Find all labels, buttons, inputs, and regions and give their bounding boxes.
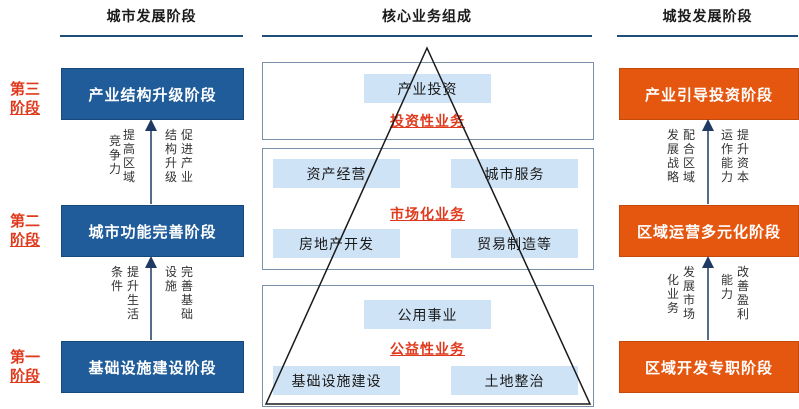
left-upper-b-col1: 促进产业: [180, 128, 193, 184]
right-lower-b-col2: 能力: [720, 273, 733, 301]
stage-label-3: 第三 阶段: [8, 80, 42, 118]
right-upper-b-col2: 运作能力: [720, 128, 733, 184]
stage-label-2-line1: 第二: [9, 212, 40, 230]
market-business-label: 市场化业务: [390, 207, 465, 223]
left-lower-b-col1: 完善基础: [180, 265, 193, 321]
left-column-title: 城市发展阶段: [106, 9, 197, 25]
left-upper-a-col2: 竞争力: [108, 134, 121, 176]
left-lower-b-col2: 设施: [164, 265, 177, 293]
left-lower-a-col1: 提升生活: [126, 265, 139, 321]
stage-label-3-line1: 第三: [9, 80, 40, 98]
industrial-investment-box: 产业投资: [364, 74, 491, 103]
stage-label-1: 第一 阶段: [8, 348, 42, 386]
city-service-box: 城市服务: [451, 159, 578, 188]
left-upper-annotation-a: 提高区域 竞争力: [108, 128, 140, 198]
public-business-label: 公益性业务: [390, 342, 465, 358]
center-column-title: 核心业务组成: [382, 9, 472, 25]
public-utility-box: 公用事业: [364, 300, 491, 329]
city-stage-box-3: 产业结构升级阶段: [61, 68, 244, 120]
left-upper-a-col1: 提高区域: [122, 128, 135, 184]
right-upper-annotation-a: 配合区域 发展战略: [664, 128, 696, 198]
trade-manufacturing-box: 贸易制造等: [451, 229, 578, 258]
stage-label-1-line2: 阶段: [9, 367, 40, 385]
left-upper-annotation-b: 促进产业 结构升级: [162, 128, 194, 198]
left-upper-b-col2: 结构升级: [164, 128, 177, 184]
stage-label-2-line2: 阶段: [9, 231, 40, 249]
right-upper-b-col1: 提升资本: [736, 128, 749, 184]
pyramid-triangle: [264, 46, 592, 405]
land-consolidation-box: 土地整治: [451, 366, 578, 395]
investment-business-label: 投资性业务: [390, 114, 465, 130]
right-title-rule: [617, 35, 798, 37]
right-lower-annotation-a: 发展市场 化业务: [664, 265, 696, 335]
stage-label-3-line2: 阶段: [9, 99, 40, 117]
right-lower-a-col2: 化业务: [666, 273, 679, 315]
real-estate-box: 房地产开发: [273, 229, 400, 258]
right-upper-a-col2: 发展战略: [666, 128, 679, 184]
lgfv-stage-box-1: 区域开发专职阶段: [619, 341, 799, 393]
city-stage-box-1: 基础设施建设阶段: [61, 341, 244, 393]
left-lower-a-col2: 条件: [110, 265, 123, 293]
stage-label-2: 第二 阶段: [8, 212, 42, 250]
right-lower-b-col1: 改善盈利: [736, 265, 749, 321]
left-title-rule: [60, 35, 243, 37]
left-lower-annotation-a: 提升生活 条件: [108, 265, 140, 335]
right-lower-annotation-b: 改善盈利 能力: [718, 265, 750, 335]
lgfv-stage-box-2: 区域运营多元化阶段: [619, 205, 799, 257]
infrastructure-construction-box: 基础设施建设: [273, 366, 400, 395]
right-upper-annotation-b: 提升资本 运作能力: [718, 128, 750, 198]
center-title-rule: [262, 35, 592, 37]
left-lower-annotation-b: 完善基础 设施: [162, 265, 194, 335]
right-column-title: 城投发展阶段: [662, 9, 753, 25]
asset-operation-box: 资产经营: [273, 159, 400, 188]
stage-label-1-line1: 第一: [9, 348, 40, 366]
right-lower-a-col1: 发展市场: [682, 265, 695, 321]
right-upper-a-col1: 配合区域: [682, 128, 695, 184]
